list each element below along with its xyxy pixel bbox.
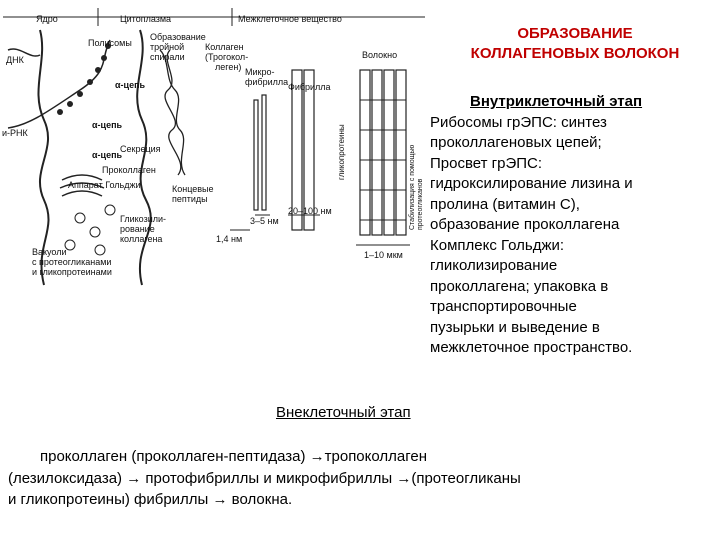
extra-line: (лезилоксидаза) → протофибриллы и микроф… — [8, 469, 521, 487]
intra-line: пузырьки и выведение в — [430, 318, 600, 336]
label-3-5-nm: 3–5 нм — [250, 216, 279, 226]
label-alpha-1: α-цепь — [115, 80, 146, 90]
intra-line: проколлагена; упаковка в — [430, 277, 609, 295]
intra-line: транспортировочные — [430, 298, 577, 315]
label-triple-2: тройной — [150, 42, 184, 52]
intra-line: пролина (витамин С), — [430, 195, 580, 213]
dimension-lines — [230, 214, 410, 246]
label-triple-1: Образование — [150, 32, 206, 42]
label-stab-2: протеогликанов — [417, 178, 424, 230]
title-line-2: КОЛЛАГЕНОВЫХ ВОЛОКОН — [470, 45, 680, 62]
polysome-beads — [57, 43, 111, 115]
intra-line: Комплекс Гольджи: — [430, 236, 565, 254]
label-microfibril-1: Микро- — [245, 67, 274, 77]
dna-strand — [7, 48, 41, 57]
extra-line: проколлаген (проколлаген-пептидаза) →тро… — [40, 448, 428, 465]
intracellular-stage: Внутриклеточный этап Рибосомы грЭПС: син… — [430, 92, 715, 359]
fiber-bands — [360, 99, 406, 221]
label-collagen-1: Коллаген — [205, 42, 244, 52]
label-glyco-2: рование — [120, 224, 155, 234]
cell-membrane — [136, 29, 152, 286]
intra-line: образование проколлагена — [430, 216, 620, 233]
label-microfibril-2: фибрилла — [245, 77, 288, 87]
label-vacuoles-1: Вакуоли — [32, 247, 67, 257]
vacuoles — [64, 204, 116, 256]
microfibrils — [253, 94, 267, 211]
intra-line: гидроксилирование лизина и — [430, 175, 633, 192]
extracellular-heading: Внеклеточный этап — [276, 404, 411, 421]
header-nucleus: Ядро — [36, 14, 58, 24]
label-golgi: Аппарат Гольджи — [68, 180, 141, 190]
label-endpep-2: пептиды — [172, 194, 208, 204]
region-header — [3, 8, 425, 26]
label-1-10-mkm: 1–10 мкм — [364, 250, 403, 260]
label-dna: ДНК — [6, 55, 25, 65]
label-fiber: Волокно — [362, 50, 397, 60]
label-1-4-nm: 1,4 нм — [216, 234, 242, 244]
intracellular-heading: Внутриклеточный этап — [470, 93, 643, 110]
header-cytoplasm: Цитоплазма — [120, 14, 171, 24]
label-vacuoles-3: и гликопротеинами — [32, 267, 112, 277]
collagen-formation-diagram: Ядро Цитоплазма Межклеточное вещество — [2, 8, 425, 286]
label-alpha-2: α-цепь — [92, 120, 123, 130]
intra-line: Просвет грЭПС: — [430, 154, 543, 172]
label-polysomes: Полисомы — [88, 38, 132, 48]
label-stab-1: Стабилизация с помощью — [408, 145, 416, 230]
label-collagen-3: леген) — [215, 62, 241, 72]
label-secretion: Секреция — [120, 144, 161, 154]
fiber-bundle — [359, 69, 407, 236]
label-alpha-3: α-цепь — [92, 150, 123, 160]
label-glyco-3: коллагена — [120, 234, 162, 244]
triple-helix — [159, 49, 186, 176]
label-20-100-nm: 20–100 нм — [288, 206, 332, 216]
intra-line: проколлагеновых цепей; — [430, 134, 602, 151]
extra-line: и гликопротеины) фибриллы → волокна. — [8, 491, 293, 508]
extracellular-stage: проколлаген (проколлаген-пептидаза) →тро… — [8, 446, 708, 511]
intra-line: Рибосомы грЭПС: синтез — [430, 113, 607, 131]
header-extracellular: Межклеточное вещество — [238, 14, 342, 24]
label-glycoproteins: гликопротеины — [337, 124, 346, 180]
label-vacuoles-2: с протеогликанами — [32, 257, 111, 267]
label-mrna: и-РНК — [2, 128, 29, 138]
golgi-stacks — [59, 174, 105, 197]
triple-helix-2 — [164, 49, 182, 176]
intra-line: гликолизирование — [430, 257, 558, 274]
label-triple-3: спирали — [150, 52, 185, 62]
intra-line: межклеточное пространство. — [430, 339, 633, 356]
nucleus-membrane — [37, 29, 50, 286]
page-title: ОБРАЗОВАНИЕ КОЛЛАГЕНОВЫХ ВОЛОКОН — [440, 24, 710, 64]
title-line-1: ОБРАЗОВАНИЕ — [517, 25, 633, 42]
label-collagen-2: (Трогокол- — [205, 52, 248, 62]
label-procollagen: Проколлаген — [102, 165, 156, 175]
label-endpep-1: Концевые — [172, 184, 214, 194]
label-fibril: Фибрилла — [288, 82, 331, 92]
fibril — [291, 69, 315, 231]
label-glyco-1: Гликозили- — [120, 214, 166, 224]
